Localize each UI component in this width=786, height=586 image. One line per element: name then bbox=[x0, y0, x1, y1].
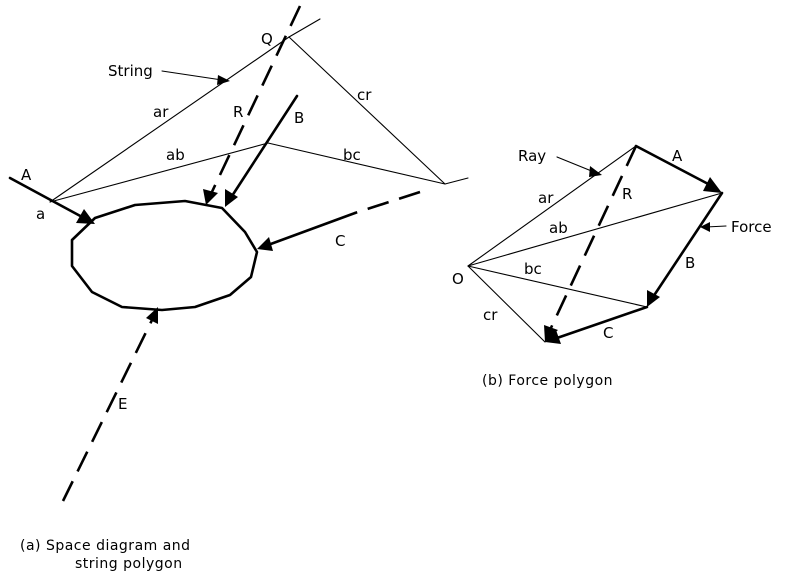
body-outline bbox=[70, 199, 259, 312]
force-polygon-a-arrowhead bbox=[703, 177, 722, 193]
caption-space-diagram-line2: string polygon bbox=[75, 556, 183, 572]
line-of-action-c-extension bbox=[444, 177, 469, 185]
label-r: R bbox=[622, 185, 632, 203]
ray-leader-arrowhead bbox=[589, 166, 602, 177]
ray-leader-line bbox=[556, 156, 595, 173]
label-ar: ar bbox=[538, 189, 554, 207]
force-e-dashed bbox=[61, 317, 155, 502]
string-ab bbox=[49, 142, 269, 203]
label-a-upper: A bbox=[21, 166, 32, 184]
force-polygon-b bbox=[651, 191, 724, 299]
caption-force-polygon: (b) Force polygon bbox=[482, 373, 613, 389]
string-cr-extension bbox=[288, 18, 321, 38]
label-a: A bbox=[672, 147, 683, 165]
force-b-arrow bbox=[230, 94, 299, 198]
force-polygon-resultant-r-arrowhead bbox=[544, 325, 558, 342]
force-c-dashed bbox=[354, 190, 421, 215]
label-e: E bbox=[118, 395, 127, 413]
label-bc: bc bbox=[343, 146, 361, 164]
string-cr bbox=[288, 36, 446, 185]
label-o: O bbox=[452, 270, 464, 288]
force-polygon: Ray A ar R ab Force O bc B cr C (b) Forc… bbox=[452, 144, 772, 389]
force-c-arrow bbox=[266, 211, 357, 247]
force-c-arrowhead bbox=[257, 237, 273, 251]
label-c: C bbox=[603, 324, 613, 342]
string-leader-arrowhead bbox=[217, 75, 230, 85]
force-a-arrow bbox=[8, 176, 86, 220]
label-string: String bbox=[108, 62, 153, 80]
force-polygon-c bbox=[555, 305, 649, 340]
space-diagram: String Q ar R B cr ab bc A a C E (a) Spa… bbox=[8, 5, 469, 572]
force-leader-arrowhead bbox=[700, 222, 710, 232]
label-ar: ar bbox=[153, 103, 169, 121]
label-ab: ab bbox=[166, 146, 185, 164]
label-r: R bbox=[233, 103, 243, 121]
string-bc bbox=[267, 142, 446, 185]
ray-ar bbox=[467, 145, 637, 267]
force-polygon-a bbox=[634, 144, 714, 188]
force-b-arrowhead bbox=[225, 189, 238, 207]
caption-space-diagram-line1: (a) Space diagram and bbox=[20, 538, 191, 554]
label-cr: cr bbox=[483, 306, 498, 324]
ray-bc bbox=[467, 265, 648, 308]
string-ar bbox=[49, 36, 290, 203]
force-e-arrowhead bbox=[146, 307, 158, 324]
label-cr: cr bbox=[357, 86, 372, 104]
label-ray: Ray bbox=[518, 147, 546, 165]
force-polygon-c-arrowhead bbox=[545, 330, 561, 344]
resultant-r-arrowhead bbox=[203, 189, 218, 205]
string-leader-line bbox=[161, 70, 223, 81]
ray-cr bbox=[467, 265, 546, 343]
label-force: Force bbox=[731, 218, 772, 236]
label-bc: bc bbox=[524, 260, 542, 278]
label-a-lower: a bbox=[36, 205, 45, 223]
force-a-arrowhead bbox=[76, 209, 95, 224]
ray-ab bbox=[467, 192, 723, 267]
force-polygon-b-arrowhead bbox=[647, 290, 660, 307]
label-b: B bbox=[685, 254, 695, 272]
resultant-r-dashed bbox=[208, 5, 302, 197]
force-polygon-resultant-r bbox=[548, 145, 638, 331]
label-c: C bbox=[335, 232, 345, 250]
label-b: B bbox=[294, 109, 304, 127]
label-ab: ab bbox=[549, 219, 568, 237]
label-q: Q bbox=[261, 30, 273, 48]
